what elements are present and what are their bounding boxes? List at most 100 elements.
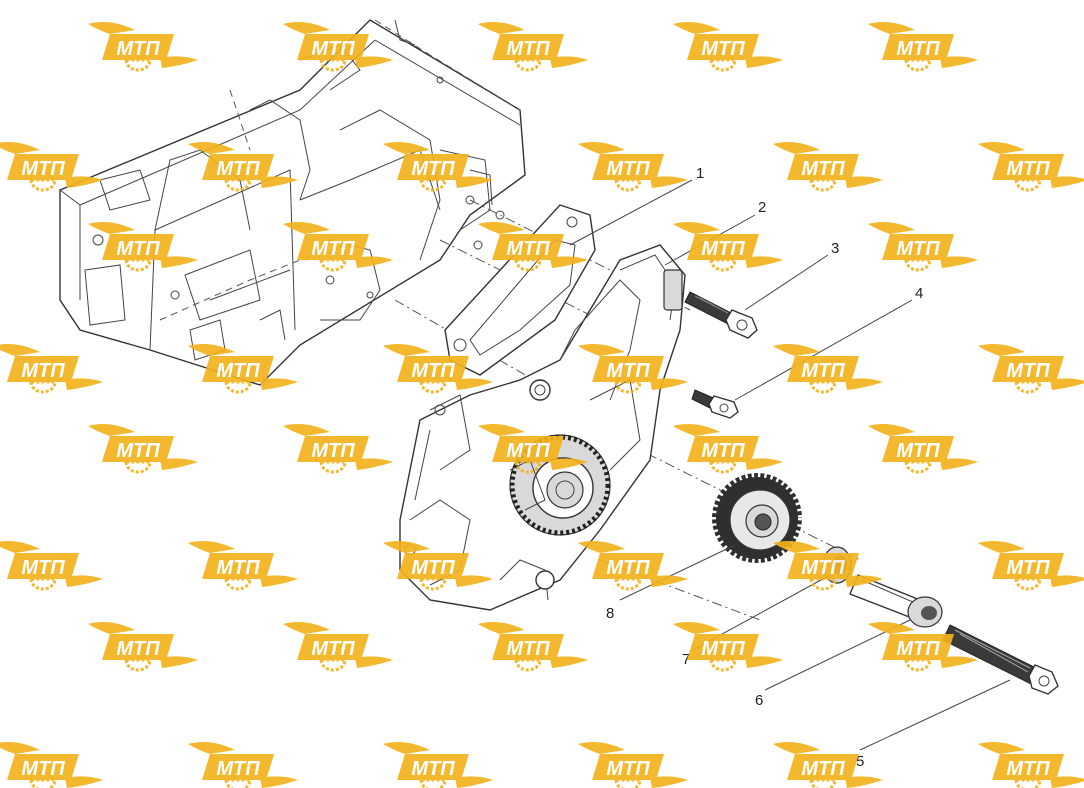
mtp-watermark-logo: МТП [188, 344, 298, 394]
mtp-watermark-text: МТП [411, 557, 455, 579]
mtp-watermark-text: МТП [896, 238, 940, 260]
callout-labels: 1 2 3 4 5 6 7 8 [606, 165, 923, 770]
mtp-watermark-logo: МТП [188, 541, 298, 591]
mtp-watermark-text: МТП [896, 638, 940, 660]
mtp-watermark-text: МТП [116, 38, 160, 60]
mtp-watermark-text: МТП [216, 557, 260, 579]
mtp-watermark-text: МТП [701, 38, 745, 60]
mtp-watermark-logo: МТП [673, 622, 783, 672]
mtp-watermark-logo: МТП [673, 22, 783, 72]
mtp-watermark-text: МТП [21, 557, 65, 579]
callout-4: 4 [915, 285, 923, 302]
mtp-watermark-text: МТП [116, 440, 160, 462]
mtp-watermark-text: МТП [801, 758, 845, 780]
callout-3: 3 [831, 240, 839, 257]
mtp-watermark-logo: МТП [88, 22, 198, 72]
mtp-watermark-logo: МТП [978, 344, 1084, 394]
bolt-4 [691, 389, 739, 419]
mtp-watermark-text: МТП [1006, 158, 1050, 180]
mtp-watermark-logo: МТП [283, 622, 393, 672]
mtp-watermark-logo: МТП [868, 622, 978, 672]
mtp-watermark-logo: МТП [773, 742, 883, 788]
mtp-watermark-logo: МТП [383, 344, 493, 394]
mtp-watermark-text: МТП [116, 238, 160, 260]
mtp-watermark-text: МТП [801, 158, 845, 180]
mtp-watermark-logo: МТП [0, 541, 103, 591]
mtp-watermark-text: МТП [116, 638, 160, 660]
mtp-watermark-text: МТП [801, 360, 845, 382]
mtp-watermark-text: МТП [311, 638, 355, 660]
mtp-watermark-logo: МТП [478, 222, 588, 272]
idler-gear [710, 471, 804, 565]
mtp-watermark-logo: МТП [283, 424, 393, 474]
mtp-watermark-logo: МТП [383, 142, 493, 192]
mtp-watermark-logo: МТП [0, 142, 103, 192]
mtp-watermark-logo: МТП [188, 142, 298, 192]
watermark-layer: МТП МТП МТП МТП МТП МТП МТП МТП МТП МТП МТП МТП МТП М… [0, 22, 1084, 788]
mtp-watermark-text: МТП [21, 360, 65, 382]
mtp-watermark-logo: МТП [673, 222, 783, 272]
mtp-watermark-text: МТП [411, 158, 455, 180]
mtp-watermark-logo: МТП [773, 142, 883, 192]
mtp-watermark-text: МТП [216, 158, 260, 180]
mtp-watermark-logo: МТП [283, 222, 393, 272]
mtp-watermark-logo: МТП [88, 424, 198, 474]
callout-8: 8 [606, 605, 614, 622]
mtp-watermark-logo: МТП [578, 344, 688, 394]
mtp-watermark-text: МТП [896, 440, 940, 462]
mtp-watermark-text: МТП [311, 440, 355, 462]
callout-2: 2 [758, 199, 766, 216]
mtp-watermark-text: МТП [606, 557, 650, 579]
mtp-watermark-logo: МТП [478, 22, 588, 72]
mtp-watermark-logo: МТП [673, 424, 783, 474]
mtp-watermark-text: МТП [701, 638, 745, 660]
mtp-watermark-text: МТП [1006, 360, 1050, 382]
mtp-watermark-text: МТП [606, 158, 650, 180]
mtp-watermark-logo: МТП [188, 742, 298, 788]
mtp-watermark-logo: МТП [383, 541, 493, 591]
mtp-watermark-logo: МТП [88, 222, 198, 272]
mtp-watermark-logo: МТП [578, 142, 688, 192]
mtp-watermark-text: МТП [311, 238, 355, 260]
mtp-watermark-logo: МТП [88, 622, 198, 672]
mtp-watermark-logo: МТП [773, 344, 883, 394]
oil-pump-housing [399, 244, 686, 611]
mtp-watermark-text: МТП [506, 238, 550, 260]
idler-shaft [849, 574, 943, 628]
mtp-watermark-logo: МТП [978, 541, 1084, 591]
mtp-watermark-text: МТП [216, 758, 260, 780]
callout-5: 5 [856, 753, 864, 770]
mtp-watermark-logo: МТП [578, 541, 688, 591]
mtp-watermark-logo: МТП [978, 142, 1084, 192]
mtp-watermark-text: МТП [506, 440, 550, 462]
mtp-watermark-logo: МТП [283, 22, 393, 72]
mtp-watermark-logo: МТП [773, 541, 883, 591]
mtp-watermark-logo: МТП [868, 424, 978, 474]
mtp-watermark-logo: МТП [383, 742, 493, 788]
mtp-watermark-text: МТП [896, 38, 940, 60]
mtp-watermark-logo: МТП [0, 344, 103, 394]
mtp-watermark-text: МТП [411, 360, 455, 382]
mtp-watermark-logo: МТП [578, 742, 688, 788]
mtp-watermark-logo: МТП [868, 22, 978, 72]
mtp-watermark-text: МТП [411, 758, 455, 780]
mtp-watermark-text: МТП [21, 158, 65, 180]
mtp-watermark-text: МТП [801, 557, 845, 579]
callout-1: 1 [696, 165, 704, 182]
mtp-watermark-text: МТП [506, 638, 550, 660]
mtp-watermark-logo: МТП [478, 622, 588, 672]
callout-7: 7 [682, 651, 690, 668]
mtp-watermark-logo: МТП [978, 742, 1084, 788]
mtp-watermark-text: МТП [701, 440, 745, 462]
mtp-watermark-logo: МТП [868, 222, 978, 272]
mtp-watermark-logo: МТП [478, 424, 588, 474]
mtp-watermark-text: МТП [1006, 557, 1050, 579]
mtp-watermark-text: МТП [1006, 758, 1050, 780]
mtp-watermark-text: МТП [311, 38, 355, 60]
mtp-watermark-text: МТП [701, 238, 745, 260]
mtp-watermark-text: МТП [506, 38, 550, 60]
mtp-watermark-text: МТП [606, 360, 650, 382]
callout-6: 6 [755, 692, 763, 709]
mtp-watermark-text: МТП [216, 360, 260, 382]
